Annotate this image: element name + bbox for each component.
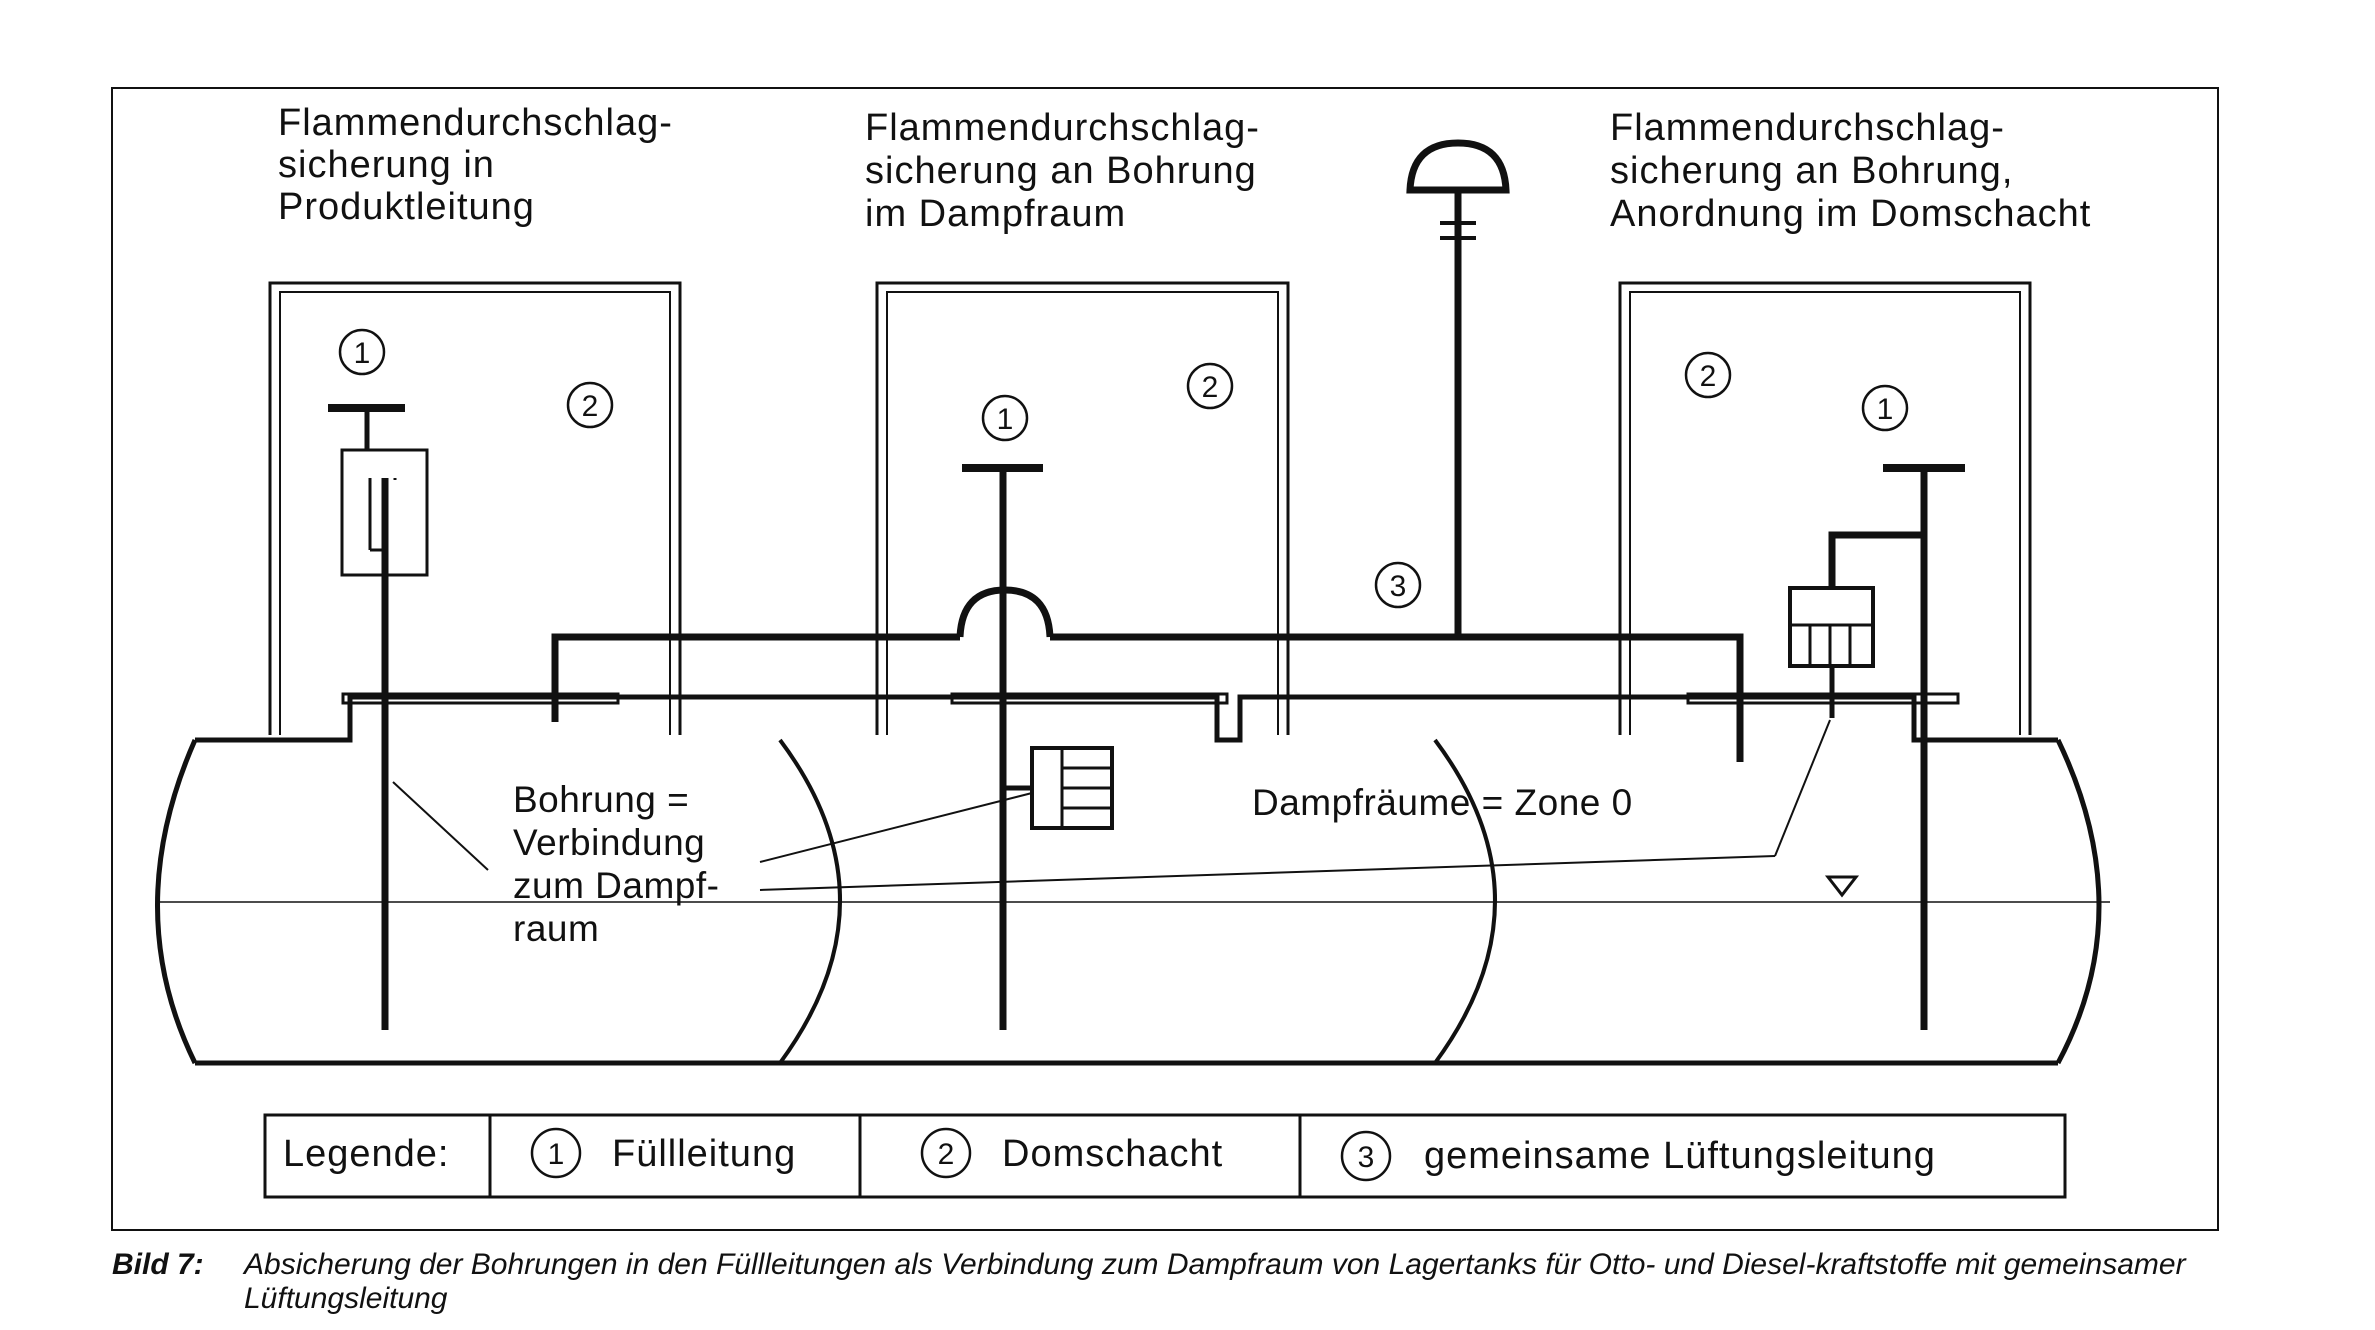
label-right: Flammendurchschlag- sicherung an Bohrung… xyxy=(1610,107,2091,235)
svg-text:Bohrung =: Bohrung = xyxy=(513,779,689,820)
marker-3-vent: 3 xyxy=(1374,561,1422,609)
dome-shaft-left xyxy=(268,281,682,735)
svg-text:sicherung an Bohrung,: sicherung an Bohrung, xyxy=(1610,150,2013,192)
svg-text:gemeinsame Lüftungsleitung: gemeinsame Lüftungsleitung xyxy=(1424,1135,1936,1177)
marker-2-left: 2 xyxy=(566,381,614,429)
label-left: Flammendurchschlag- sicherung in Produkt… xyxy=(278,102,673,228)
diagram-frame xyxy=(111,87,2219,1231)
svg-text:Anordnung im Domschacht: Anordnung im Domschacht xyxy=(1610,193,2091,235)
svg-text:Flammendurchschlag-: Flammendurchschlag- xyxy=(278,102,673,144)
svg-text:Flammendurchschlag-: Flammendurchschlag- xyxy=(1610,107,2005,149)
svg-text:1: 1 xyxy=(1877,393,1894,426)
level-marker-icon xyxy=(1824,875,1860,898)
marker-2-middle: 2 xyxy=(1186,362,1234,410)
svg-text:Produktleitung: Produktleitung xyxy=(278,186,535,228)
legend-item-3: 3 gemeinsame Lüftungsleitung xyxy=(1340,1130,1936,1182)
dome-shaft-middle xyxy=(875,281,1290,735)
marker-1-right: 1 xyxy=(1861,384,1909,432)
svg-text:sicherung an Bohrung: sicherung an Bohrung xyxy=(865,150,1257,192)
svg-text:3: 3 xyxy=(1358,1141,1375,1174)
svg-text:Domschacht: Domschacht xyxy=(1002,1133,1223,1175)
svg-text:1: 1 xyxy=(354,337,371,370)
caption-text: Absicherung der Bohrungen in den Fülllei… xyxy=(244,1248,2186,1315)
legend-box xyxy=(263,1113,2067,1199)
svg-text:Füllleitung: Füllleitung xyxy=(612,1133,796,1175)
label-middle: Flammendurchschlag- sicherung an Bohrung… xyxy=(865,107,1260,235)
svg-text:raum: raum xyxy=(513,908,599,949)
svg-text:2: 2 xyxy=(938,1138,955,1171)
marker-1-left: 1 xyxy=(338,328,386,376)
marker-1-middle: 1 xyxy=(981,394,1029,442)
svg-text:Flammendurchschlag-: Flammendurchschlag- xyxy=(865,107,1260,149)
fill-line-middle xyxy=(962,464,1114,1030)
vent-line xyxy=(551,193,1744,762)
legend-title: Legende: xyxy=(283,1133,450,1175)
dome-shaft-right xyxy=(1618,281,2032,735)
svg-text:1: 1 xyxy=(997,403,1014,436)
svg-text:2: 2 xyxy=(1202,371,1219,404)
svg-text:sicherung in: sicherung in xyxy=(278,144,495,186)
fill-line-left xyxy=(328,404,429,1030)
legend-item-1: 1 Füllleitung xyxy=(530,1127,796,1179)
vent-cap-icon xyxy=(1406,139,1510,240)
svg-text:Verbindung: Verbindung xyxy=(513,822,705,863)
svg-text:2: 2 xyxy=(582,390,599,423)
storage-tank xyxy=(155,694,2102,1066)
svg-text:im Dampfraum: im Dampfraum xyxy=(865,193,1126,235)
svg-text:2: 2 xyxy=(1700,360,1717,393)
label-bohrung: Bohrung = Verbindung zum Dampf- raum xyxy=(513,779,719,949)
compartment-walls xyxy=(778,738,1497,1065)
caption-label: Bild 7: xyxy=(112,1248,204,1281)
svg-text:1: 1 xyxy=(548,1138,565,1171)
leader-lines xyxy=(392,719,1831,891)
manhole-flanges xyxy=(341,692,1960,705)
svg-text:zum Dampf-: zum Dampf- xyxy=(513,865,719,906)
legend-item-2: 2 Domschacht xyxy=(920,1127,1223,1179)
svg-text:3: 3 xyxy=(1390,570,1407,603)
label-zone: Dampfräume = Zone 0 xyxy=(1252,782,1633,823)
fill-line-right xyxy=(1788,464,1965,1030)
marker-2-right: 2 xyxy=(1684,351,1732,399)
